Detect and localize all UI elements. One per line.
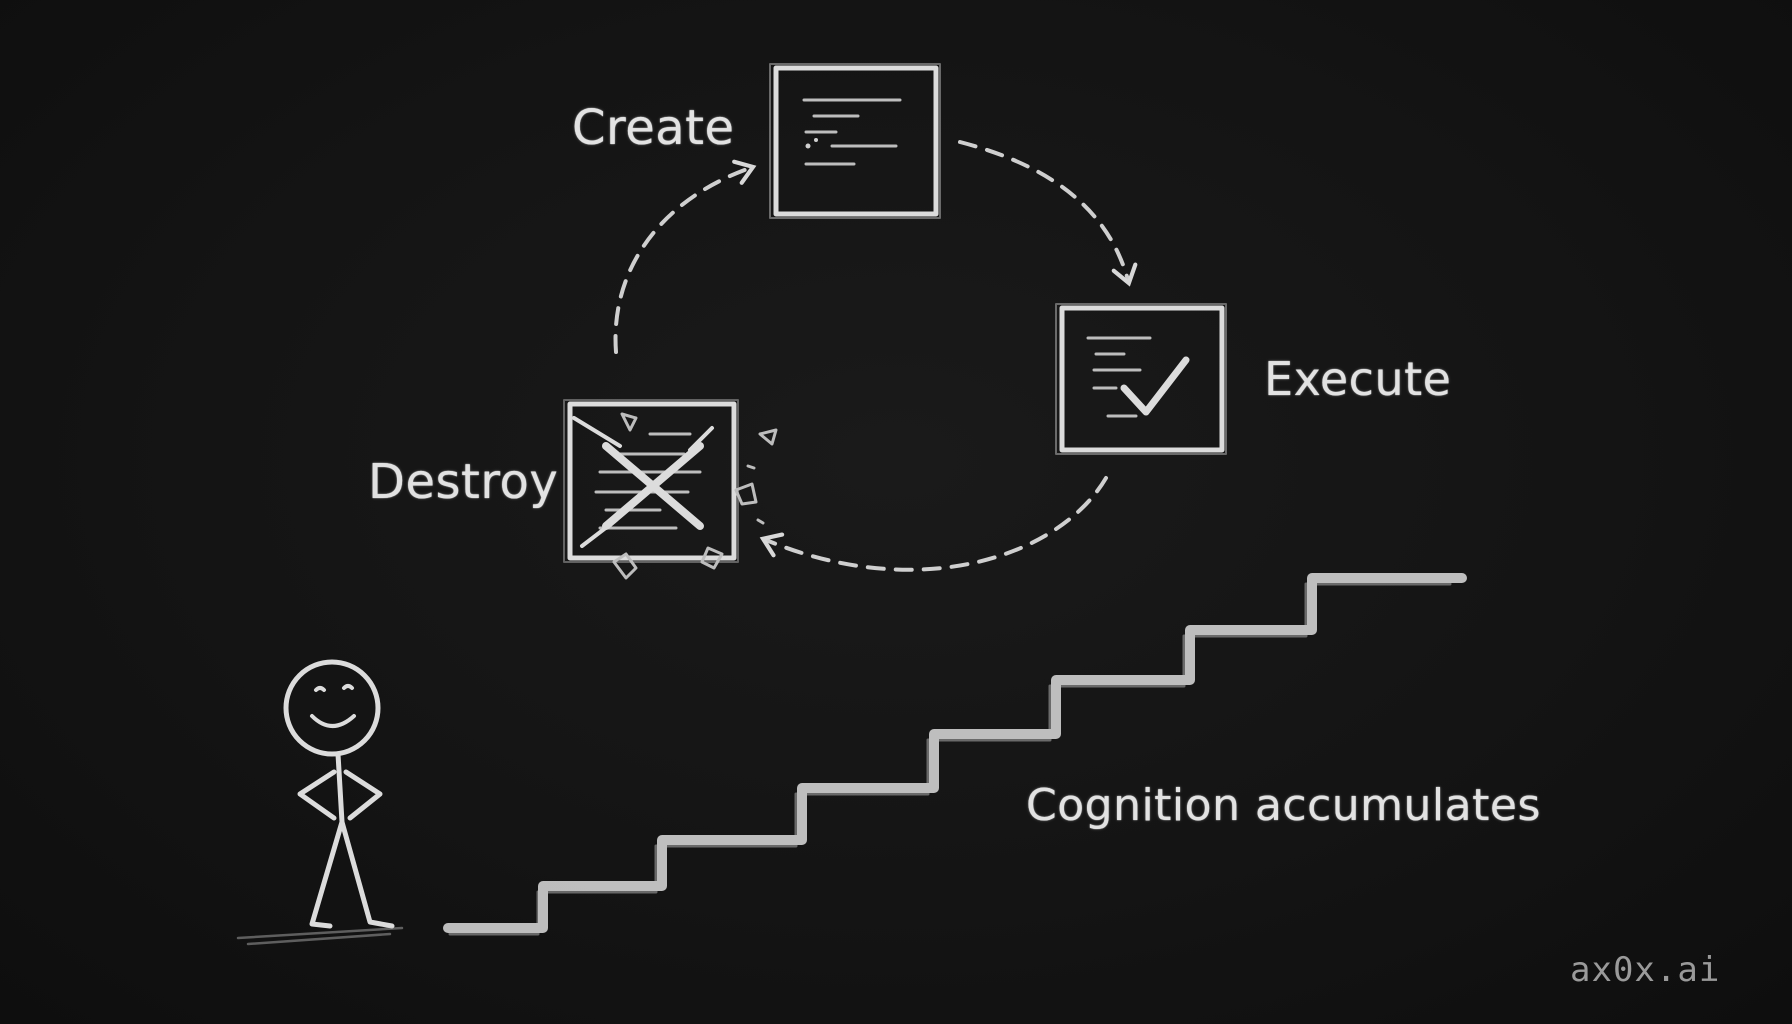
execute-label: Execute <box>1264 352 1452 406</box>
arrow-destroy-to-create <box>613 159 757 354</box>
watermark: ax0x.ai <box>1570 950 1721 990</box>
destroy-label: Destroy <box>368 454 559 510</box>
create-label: Create <box>572 100 735 156</box>
arrow-execute-to-destroy <box>759 476 1108 572</box>
crossed-document-icon <box>563 399 778 580</box>
cognition-caption: Cognition accumulates <box>1026 780 1541 831</box>
arrow-create-to-execute <box>958 140 1138 287</box>
staircase <box>443 573 1467 936</box>
document-icon <box>769 63 941 219</box>
checkmark-document-icon <box>1055 303 1227 455</box>
stick-figure <box>236 659 404 946</box>
